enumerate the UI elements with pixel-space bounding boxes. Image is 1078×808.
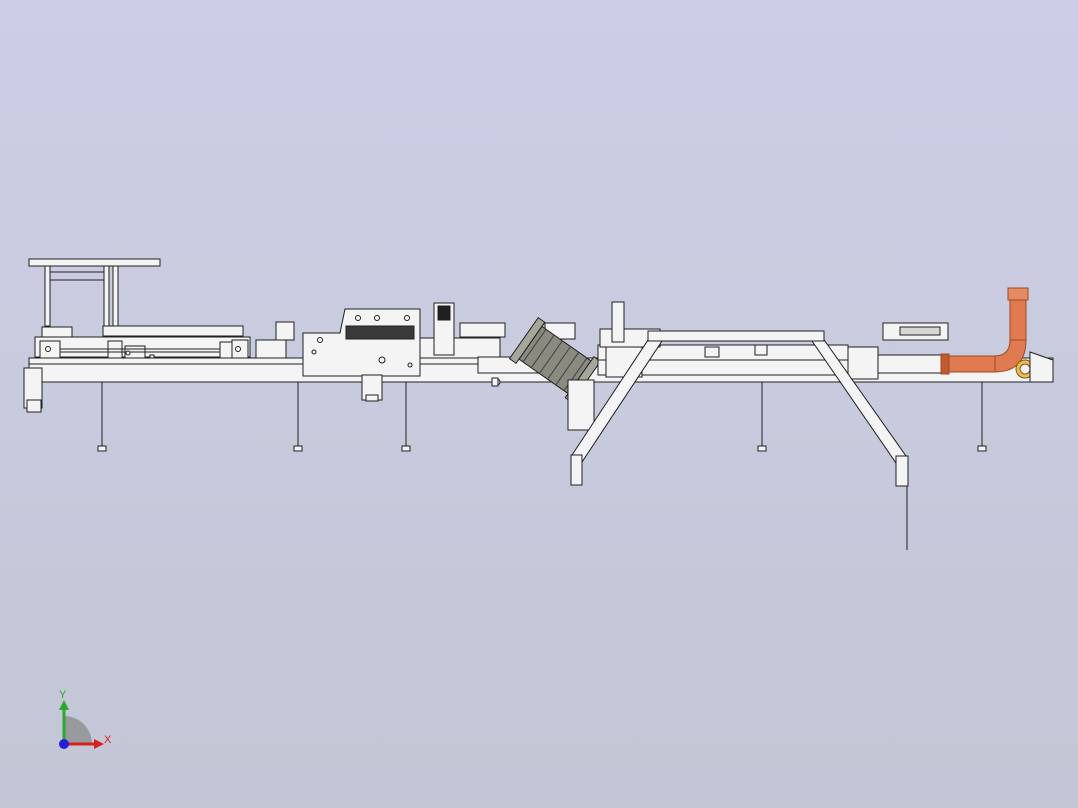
view-triad-icon[interactable] xyxy=(59,700,104,749)
triad-y-label: Y xyxy=(59,689,67,701)
leveling-feet xyxy=(97,382,987,452)
triad-x-label: X xyxy=(104,734,112,746)
copper-pipe xyxy=(940,287,1054,383)
left-top-platform xyxy=(28,258,244,338)
control-box-plate xyxy=(275,302,506,402)
motor-mount-bracket xyxy=(567,379,595,431)
inclined-support-frame xyxy=(570,330,909,550)
